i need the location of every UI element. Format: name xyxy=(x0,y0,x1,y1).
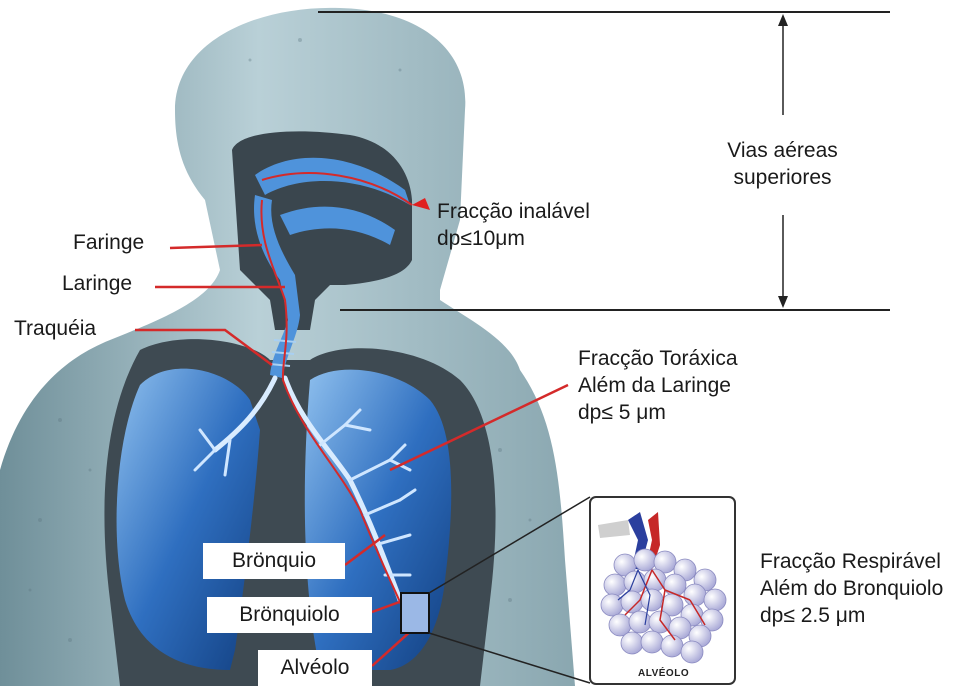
thoracic-line3: dp≤ 5 μm xyxy=(578,399,738,426)
bronquiolo-label: Brönquiolo xyxy=(207,597,372,633)
respirable-line3: dp≤ 2.5 μm xyxy=(760,602,943,629)
inhalable-line1: Fracção inalável xyxy=(437,198,590,225)
thoracic-fraction-label: Fracção Toráxica Além da Laringe dp≤ 5 μ… xyxy=(578,345,738,426)
thoracic-line2: Além da Laringe xyxy=(578,372,738,399)
upper-airways-line1: Vias aéreas xyxy=(700,137,865,164)
respirable-line1: Fracção Respirável xyxy=(760,548,943,575)
bracket-arrowhead-up xyxy=(778,14,788,26)
thoracic-line1: Fracção Toráxica xyxy=(578,345,738,372)
inhalable-line2: dp≤10μm xyxy=(437,225,590,252)
alveolo-label: Alvéolo xyxy=(258,650,372,686)
laringe-label: Laringe xyxy=(62,270,132,297)
bronquio-label: Brönquio xyxy=(203,543,345,579)
respirable-fraction-label: Fracção Respirável Além do Bronquiolo dp… xyxy=(760,548,943,629)
bracket-arrowhead-down xyxy=(778,296,788,308)
respirable-line2: Além do Bronquiolo xyxy=(760,575,943,602)
faringe-label: Faringe xyxy=(73,229,144,256)
alveolus-marker-box xyxy=(401,593,429,633)
upper-airways-line2: superiores xyxy=(700,164,865,191)
alveolus-inset xyxy=(590,497,735,684)
upper-airways-label: Vias aéreas superiores xyxy=(700,137,865,191)
traqueia-label: Traquéia xyxy=(14,315,96,342)
inhalable-fraction-label: Fracção inalável dp≤10μm xyxy=(437,198,590,252)
inset-caption: ALVÉOLO xyxy=(638,668,689,679)
